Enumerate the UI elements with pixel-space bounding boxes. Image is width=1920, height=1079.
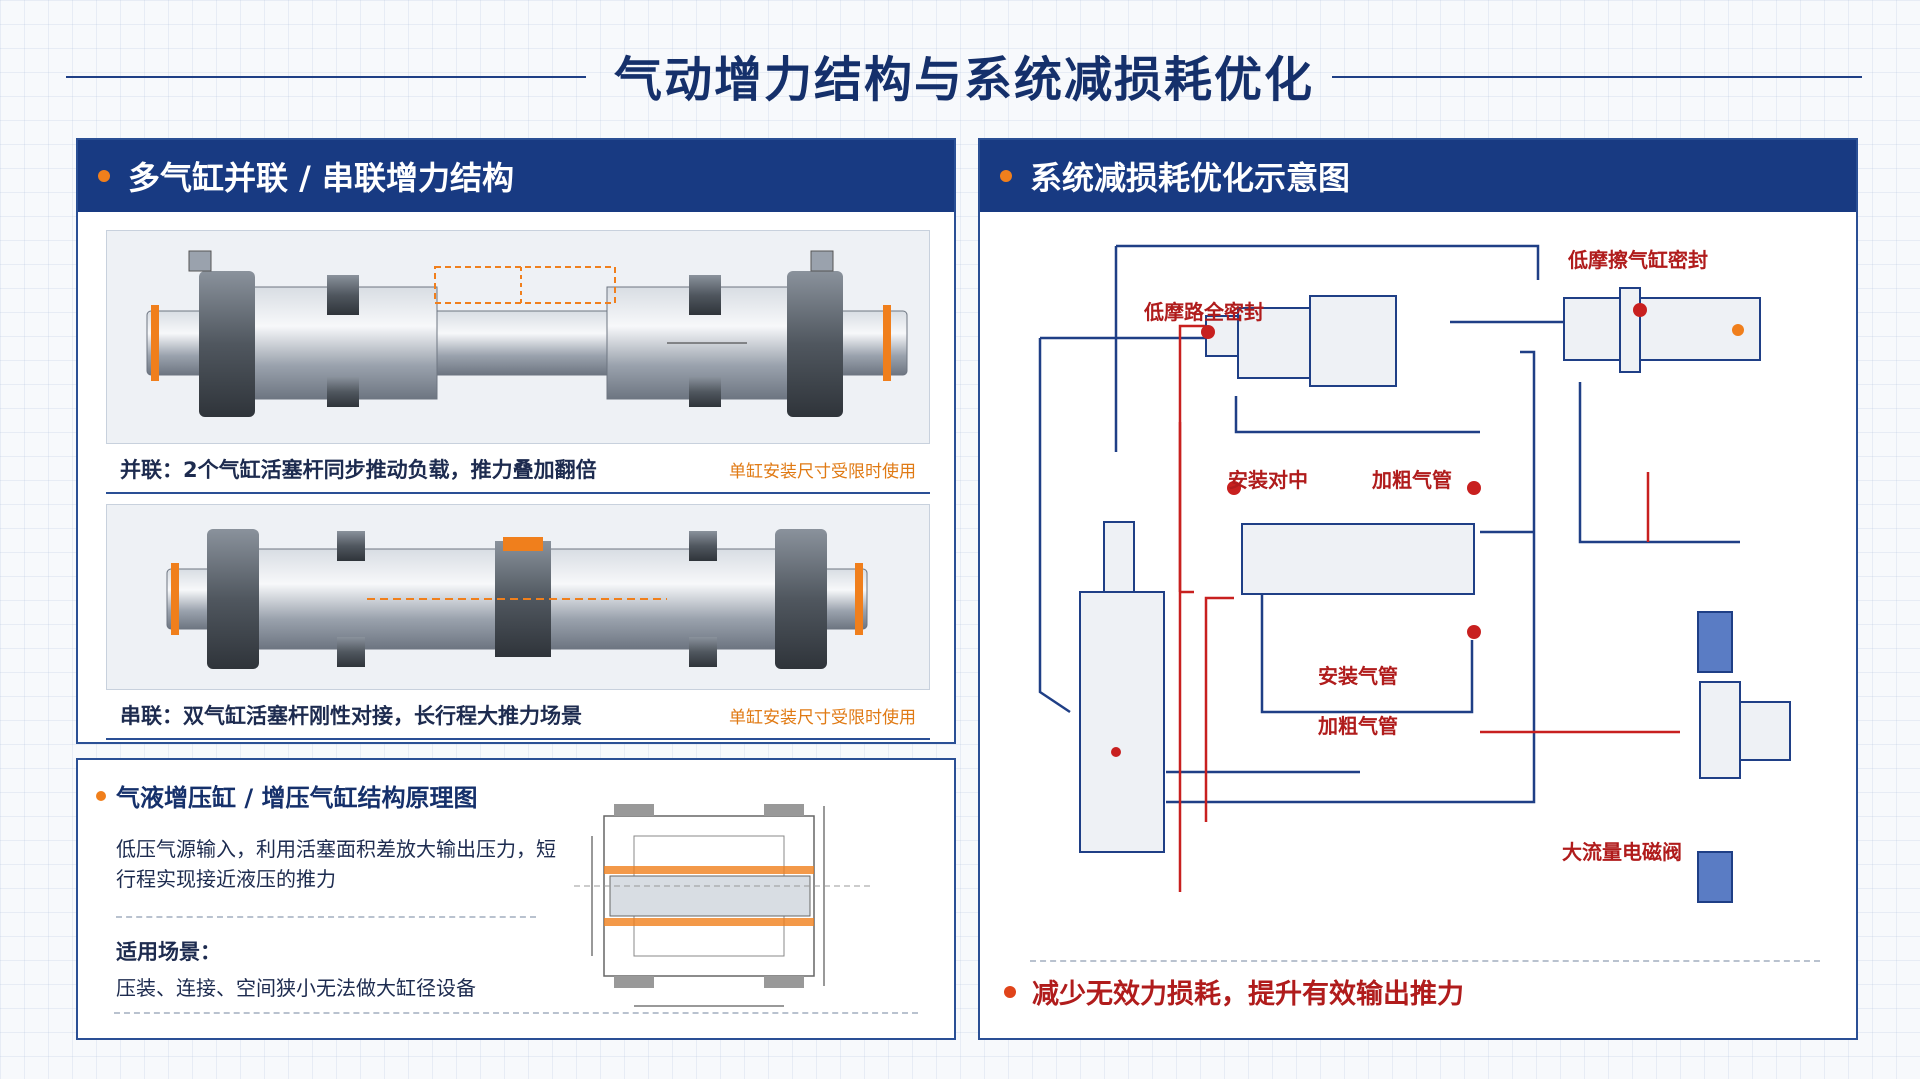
- booster-schematic-drawing: [574, 804, 874, 1007]
- cylinder-seal-ring-shape: [1619, 287, 1641, 373]
- cylinder-rod-shape: [1103, 521, 1135, 593]
- title-rule-right: [1332, 76, 1862, 78]
- booster-divider: [116, 916, 536, 918]
- parallel-caption-row: 并联：2个气缸活塞杆同步推动负载，推力叠加翻倍 单缸安装尺寸受限时使用: [106, 446, 930, 494]
- title-row: 气动增力结构与系统减损耗优化: [66, 40, 1862, 110]
- bullet-dot-icon: [96, 790, 106, 801]
- pin-marker-icon: [1467, 625, 1481, 639]
- orange-port-icon: [1732, 324, 1744, 336]
- valve-coil-bottom-shape: [1697, 851, 1733, 903]
- scene-title: 适用场景：: [116, 940, 221, 964]
- panel-header-left: 多气缸并联 / 串联增力结构: [78, 140, 954, 212]
- series-caption-row: 串联：双气缸活塞杆刚性对接，长行程大推力场景 单缸安装尺寸受限时使用: [106, 692, 930, 740]
- pin-marker-icon: [1201, 325, 1215, 339]
- series-cylinder-drawing: [166, 529, 868, 669]
- panel-header-right: 系统减损耗优化示意图: [980, 140, 1856, 212]
- scene-text: 压装、连接、空间狭小无法做大缸径设备: [116, 976, 476, 1000]
- panel-header-left-text: 多气缸并联 / 串联增力结构: [128, 159, 514, 197]
- cylinder-structure-panel: 多气缸并联 / 串联增力结构: [76, 138, 956, 744]
- parallel-caption: 并联：2个气缸活塞杆同步推动负载，推力叠加翻倍: [120, 458, 597, 482]
- top-valve-body-shape: [1309, 295, 1397, 387]
- parallel-cylinder-illustration: [106, 230, 930, 444]
- parallel-note: 单缸安装尺寸受限时使用: [729, 461, 916, 482]
- low-friction-cylinder-shape: [1563, 297, 1761, 361]
- label-thick-pipe-1: 加粗气管: [1372, 468, 1452, 492]
- booster-title-text: 气液增压缸 / 增压气缸结构原理图: [116, 784, 478, 812]
- panel-header-right-text: 系统减损耗优化示意图: [1030, 159, 1351, 197]
- label-seal-cylinder: 低摩擦气缸密封: [1568, 248, 1708, 272]
- pneumatic-system-diagram: [1038, 244, 1791, 903]
- label-install-pipe: 安装气管: [1318, 664, 1398, 688]
- solenoid-actuator-shape: [1739, 701, 1791, 761]
- label-thick-pipe-2: 加粗气管: [1318, 714, 1398, 738]
- pin-marker-icon: [1633, 303, 1647, 317]
- bullet-dot-icon: [1004, 985, 1016, 998]
- blue-pipelines: [1038, 244, 1740, 822]
- conclusion-divider: [1030, 960, 1820, 962]
- middle-cylinder-shape: [1241, 523, 1475, 595]
- label-align: 安装对中: [1228, 468, 1308, 492]
- pin-marker-icon: [1467, 481, 1481, 495]
- page-title: 气动增力结构与系统减损耗优化: [613, 52, 1314, 108]
- location-markers: [1201, 303, 1647, 639]
- booster-description: 低压气源输入，利用活塞面积差放大输出压力，短行程实现接近液压的推力: [116, 837, 556, 891]
- pin-marker-icon: [1227, 481, 1241, 495]
- conclusion-text: 减少无效力损耗，提升有效输出推力: [1032, 979, 1464, 1010]
- bullet-dot-icon: [98, 170, 110, 182]
- loss-optimization-panel: 系统减损耗优化示意图: [978, 138, 1858, 1040]
- booster-cylinder-panel: 气液增压缸 / 增压气缸结构原理图 低压气源输入，利用活塞面积差放大输出压力，短…: [76, 758, 956, 1040]
- series-note: 单缸安装尺寸受限时使用: [729, 707, 916, 728]
- solenoid-valve-shape: [1699, 681, 1741, 779]
- conclusion: 减少无效力损耗，提升有效输出推力: [1004, 972, 1464, 1011]
- sensor-point-icon: [1111, 747, 1121, 757]
- series-cylinder-illustration: [106, 504, 930, 690]
- bullet-dot-icon: [1000, 170, 1012, 182]
- label-seal-route: 低摩路全密封: [1144, 300, 1264, 324]
- title-rule-left: [66, 76, 586, 78]
- series-caption: 串联：双气缸活塞杆刚性对接，长行程大推力场景: [120, 704, 582, 728]
- top-valve-port-shape: [1205, 315, 1239, 357]
- valve-coil-top-shape: [1697, 611, 1733, 673]
- label-valve: 大流量电磁阀: [1562, 840, 1682, 864]
- main-cylinder-shape: [1079, 591, 1165, 853]
- red-pipelines: [1178, 324, 1680, 892]
- booster-title: 气液增压缸 / 增压气缸结构原理图: [96, 778, 477, 813]
- parallel-cylinder-drawing: [146, 250, 908, 417]
- booster-bottom-divider: [114, 1012, 918, 1014]
